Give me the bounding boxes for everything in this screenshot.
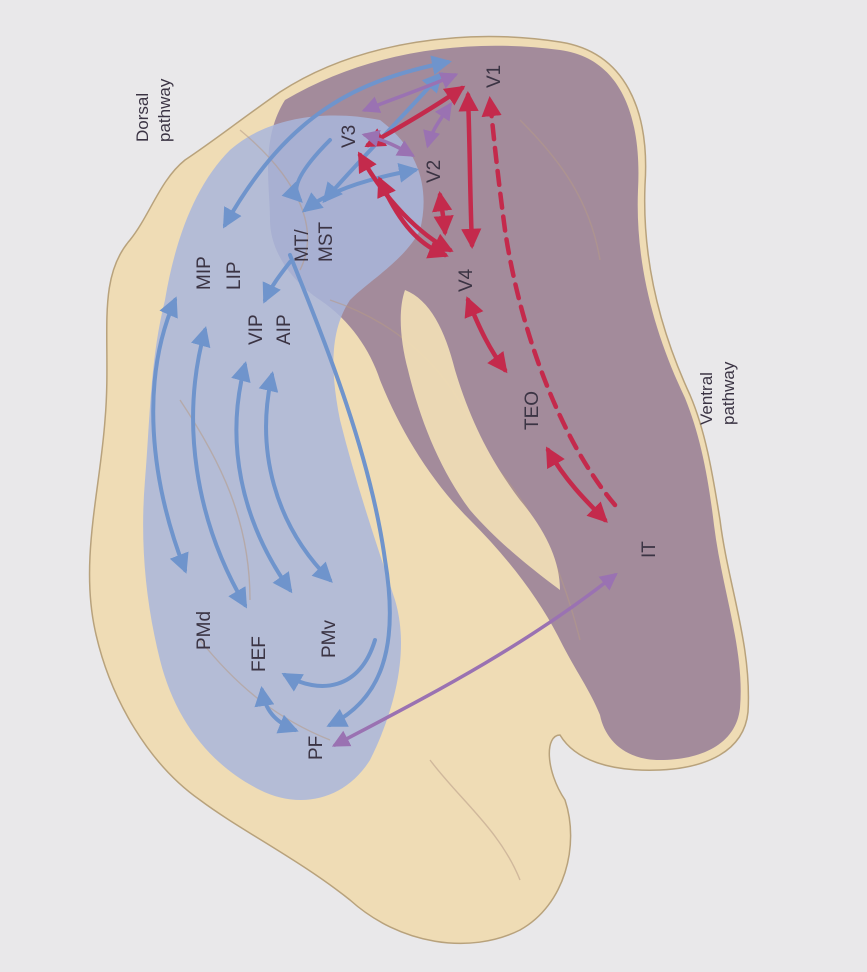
area-label-it: IT: [639, 541, 660, 558]
area-label-mip: MIP: [194, 256, 215, 290]
area-label-lip: LIP: [224, 261, 245, 290]
area-label-pmd: PMd: [194, 611, 215, 650]
area-label-v1: V1: [484, 65, 505, 88]
area-label-v2: V2: [424, 160, 445, 183]
area-label-pmv: PMv: [319, 620, 340, 659]
area-label-v3: V3: [339, 125, 360, 148]
area-label-fef: FEF: [249, 636, 270, 672]
area-label-v4: V4: [456, 268, 477, 292]
area-label-aip: AIP: [274, 314, 295, 345]
area-label-pf: PF: [306, 736, 327, 760]
area-label-vip: VIP: [246, 314, 267, 345]
area-label-teo: TEO: [522, 391, 543, 430]
